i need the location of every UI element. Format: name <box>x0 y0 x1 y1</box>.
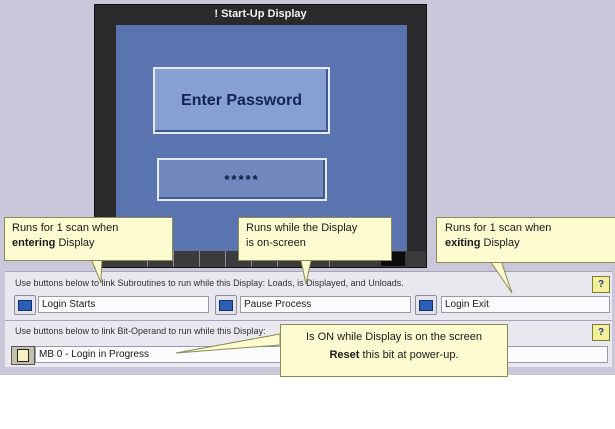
callout-text: Display <box>55 237 95 249</box>
display-title: ! Start-Up Display <box>214 8 307 20</box>
help-icon[interactable]: ? <box>592 276 610 293</box>
bit-operand-instruction: Use buttons below to link Bit-Operand to… <box>15 326 266 336</box>
operand-icon <box>17 349 29 362</box>
link-load-subroutine-button[interactable] <box>14 295 36 315</box>
unload-subroutine-field[interactable]: Login Exit <box>441 296 610 313</box>
enter-password-button[interactable]: Enter Password <box>153 67 330 134</box>
key-divider <box>173 251 174 267</box>
bit-operand-callout: Is ON while Display is on the screen Res… <box>280 324 508 377</box>
key-divider <box>225 251 226 267</box>
onscreen-callout: Runs while the Display is on-screen <box>238 217 392 261</box>
callout-emphasis: exiting <box>445 237 481 249</box>
key-divider <box>199 251 200 267</box>
help-icon[interactable]: ? <box>592 324 610 341</box>
display-subroutine-field[interactable]: Pause Process <box>240 296 411 313</box>
callout-line: Runs while the Display <box>246 222 358 234</box>
password-field[interactable]: ***** <box>157 158 327 201</box>
link-icon <box>18 299 32 311</box>
callout-line: is on-screen <box>246 237 306 249</box>
link-bit-operand-button[interactable] <box>11 346 35 365</box>
link-icon <box>419 299 433 311</box>
callout-line: exiting Display <box>445 236 615 251</box>
exiting-callout: Runs for 1 scan when exiting Display <box>436 217 615 263</box>
callout-line: Is ON while Display is on the screen <box>305 331 483 343</box>
configuration-scene: ! Start-Up Display Enter Password ***** … <box>0 0 615 375</box>
callout-line: Runs for 1 scan when <box>445 222 552 234</box>
subroutines-instruction: Use buttons below to link Subroutines to… <box>15 278 404 288</box>
hmi-display-window: ! Start-Up Display Enter Password ***** <box>94 4 427 268</box>
link-icon <box>219 299 233 311</box>
callout-line: Runs for 1 scan when <box>12 222 119 234</box>
load-subroutine-field[interactable]: Login Starts <box>38 296 209 313</box>
entering-callout: Runs for 1 scan when entering Display <box>4 217 173 261</box>
callout-text: this bit at power-up. <box>359 349 459 361</box>
subroutines-panel: Use buttons below to link Subroutines to… <box>5 271 612 321</box>
callout-line: entering Display <box>12 236 172 251</box>
callout-text: Display <box>480 237 520 249</box>
callout-emphasis: entering <box>12 237 56 249</box>
callout-line: Reset this bit at power-up. <box>281 348 507 363</box>
link-display-subroutine-button[interactable] <box>215 295 237 315</box>
callout-emphasis: Reset <box>329 349 360 361</box>
link-unload-subroutine-button[interactable] <box>415 295 437 315</box>
